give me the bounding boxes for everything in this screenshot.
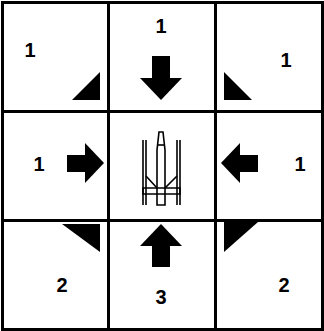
corner-triangle	[224, 72, 252, 100]
grid-cell: 1	[107, 1, 217, 113]
arrow-head	[221, 143, 240, 183]
attack-value: 1	[155, 16, 166, 36]
arrow-head	[140, 224, 182, 246]
corner-triangle	[72, 72, 100, 100]
grid-cell: 2	[1, 219, 110, 331]
arrow-head	[140, 78, 182, 100]
grid-cell: 1	[1, 1, 110, 113]
grid-cell: 1	[214, 1, 324, 113]
arrow-shaft	[67, 155, 86, 172]
attack-value: 1	[294, 154, 305, 174]
grid-cell: 1	[214, 110, 324, 222]
arrow-shaft	[239, 155, 258, 172]
grid-cell: 2	[214, 219, 324, 331]
attack-value: 3	[155, 287, 166, 307]
attack-value: 1	[24, 40, 35, 60]
attack-value: 1	[280, 50, 291, 70]
grid-cell: 3	[107, 219, 217, 331]
attack-value: 2	[56, 275, 67, 295]
attack-value: 2	[278, 275, 289, 295]
grid-cell: 1	[1, 110, 110, 222]
attack-value: 1	[33, 154, 44, 174]
arrow-head	[85, 143, 104, 183]
arrow-shaft	[152, 56, 170, 79]
ship-icon	[143, 132, 180, 205]
corner-triangle	[62, 224, 100, 252]
corner-triangle	[224, 222, 258, 252]
arrow-shaft	[152, 245, 170, 267]
